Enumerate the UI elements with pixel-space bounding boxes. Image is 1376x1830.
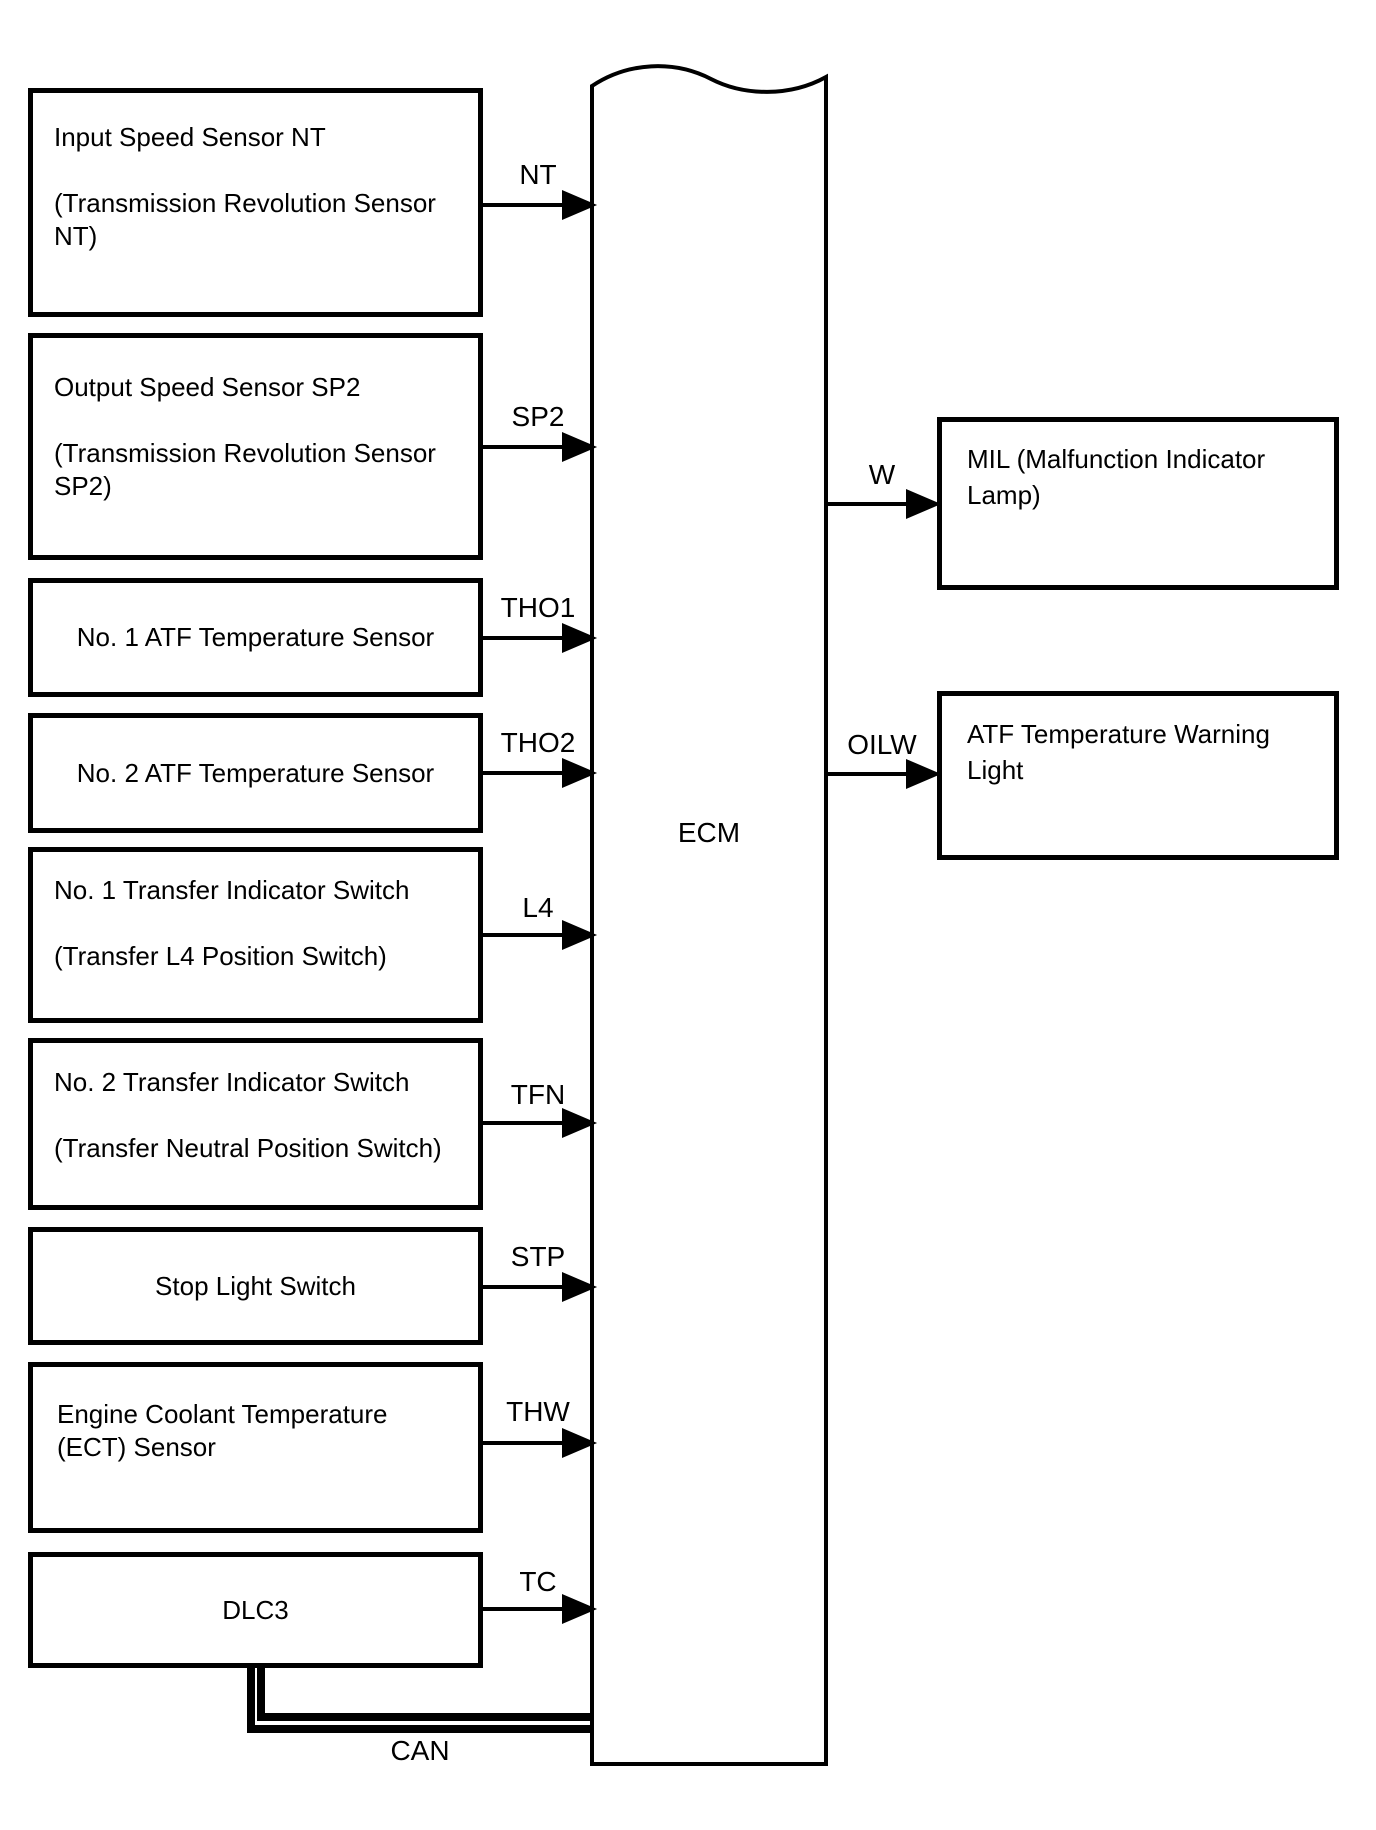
sensor-box-no1-atf-temperature-sensor: No. 1 ATF Temperature Sensor xyxy=(28,578,483,697)
box-text-line xyxy=(54,1099,468,1132)
sensor-box-dlc3: DLC3 xyxy=(28,1552,483,1668)
box-text-line: Output Speed Sensor SP2 xyxy=(54,372,361,402)
signal-label-thw: THW xyxy=(506,1396,570,1427)
box-text-line: Lamp) xyxy=(967,480,1041,510)
sensor-box-no1-transfer-indicator-switch: No. 1 Transfer Indicator Switch (Transfe… xyxy=(28,847,483,1023)
box-text-line xyxy=(54,404,468,437)
box-text-line: Light xyxy=(967,755,1024,785)
box-text-line: MIL (Malfunction Indicator xyxy=(967,444,1266,474)
box-text-line: SP2) xyxy=(54,471,112,501)
signal-label-stp: STP xyxy=(510,1241,566,1272)
box-text-line: (Transmission Revolution Sensor xyxy=(54,438,436,468)
box-text-line: No. 2 ATF Temperature Sensor xyxy=(76,757,435,788)
signal-label-l4: L4 xyxy=(522,892,554,923)
box-text-line: Engine Coolant Temperature xyxy=(57,1399,388,1429)
signal-label-w: W xyxy=(868,459,896,490)
sensor-box-output-speed-sensor-sp2: Output Speed Sensor SP2 (Transmission Re… xyxy=(28,333,483,560)
sensor-box-input-speed-sensor-nt: Input Speed Sensor NT (Transmission Revo… xyxy=(28,88,483,317)
arrow-sp2-icon xyxy=(483,431,598,463)
box-text-line: No. 1 ATF Temperature Sensor xyxy=(76,622,435,652)
box-text-line xyxy=(54,907,468,940)
signal-label-tfn: TFN xyxy=(510,1079,566,1110)
can-bus-line xyxy=(247,1662,592,1733)
arrow-tho2-icon xyxy=(483,757,598,789)
box-text-line: No. 2 Transfer Indicator Switch xyxy=(54,1067,410,1097)
signal-label-nt: NT xyxy=(519,159,557,190)
box-text-line: NT) xyxy=(54,221,98,251)
box-text-line: DLC3 xyxy=(222,1594,289,1625)
signal-label-tho2: THO2 xyxy=(500,727,576,758)
box-text-line: (Transfer Neutral Position Switch) xyxy=(54,1133,442,1163)
sensor-box-stop-light-switch: Stop Light Switch xyxy=(28,1227,483,1345)
sensor-box-no2-atf-temperature-sensor: No. 2 ATF Temperature Sensor xyxy=(28,713,483,833)
arrow-l4-icon xyxy=(483,919,598,951)
arrow-tfn-icon xyxy=(483,1107,598,1139)
arrow-tc-icon xyxy=(483,1593,598,1625)
ecm-label: ECM xyxy=(677,817,741,848)
box-text-line: (Transfer L4 Position Switch) xyxy=(54,941,387,971)
arrow-w-icon xyxy=(826,488,942,520)
can-bus-label: CAN xyxy=(390,1735,450,1766)
sensor-box-engine-coolant-temperature-sensor: Engine Coolant Temperature (ECT) Sensor xyxy=(28,1362,483,1533)
ecm-box-outline xyxy=(590,64,828,1766)
arrow-tho1-icon xyxy=(483,622,598,654)
output-box-atf-temperature-warning-light: ATF Temperature Warning Light xyxy=(937,691,1339,860)
output-box-malfunction-indicator-lamp: MIL (Malfunction Indicator Lamp) xyxy=(937,417,1339,590)
arrow-oilw-icon xyxy=(826,758,942,790)
signal-label-tho1: THO1 xyxy=(500,592,576,623)
box-text-line: Input Speed Sensor NT xyxy=(54,122,326,152)
sensor-box-no2-transfer-indicator-switch: No. 2 Transfer Indicator Switch (Transfe… xyxy=(28,1038,483,1210)
arrow-thw-icon xyxy=(483,1427,598,1459)
box-text-line: (ECT) Sensor xyxy=(57,1432,216,1462)
signal-label-tc: TC xyxy=(519,1566,557,1597)
box-text-line: No. 1 Transfer Indicator Switch xyxy=(54,875,410,905)
box-text-line: Stop Light Switch xyxy=(155,1270,356,1301)
box-text-line: (Transmission Revolution Sensor xyxy=(54,188,436,218)
arrow-stp-icon xyxy=(483,1271,598,1303)
signal-label-sp2: SP2 xyxy=(511,401,565,432)
box-text-line xyxy=(54,154,468,187)
signal-label-oilw: OILW xyxy=(847,729,917,760)
arrow-nt-icon xyxy=(483,189,598,221)
box-text-line: ATF Temperature Warning xyxy=(967,719,1270,749)
